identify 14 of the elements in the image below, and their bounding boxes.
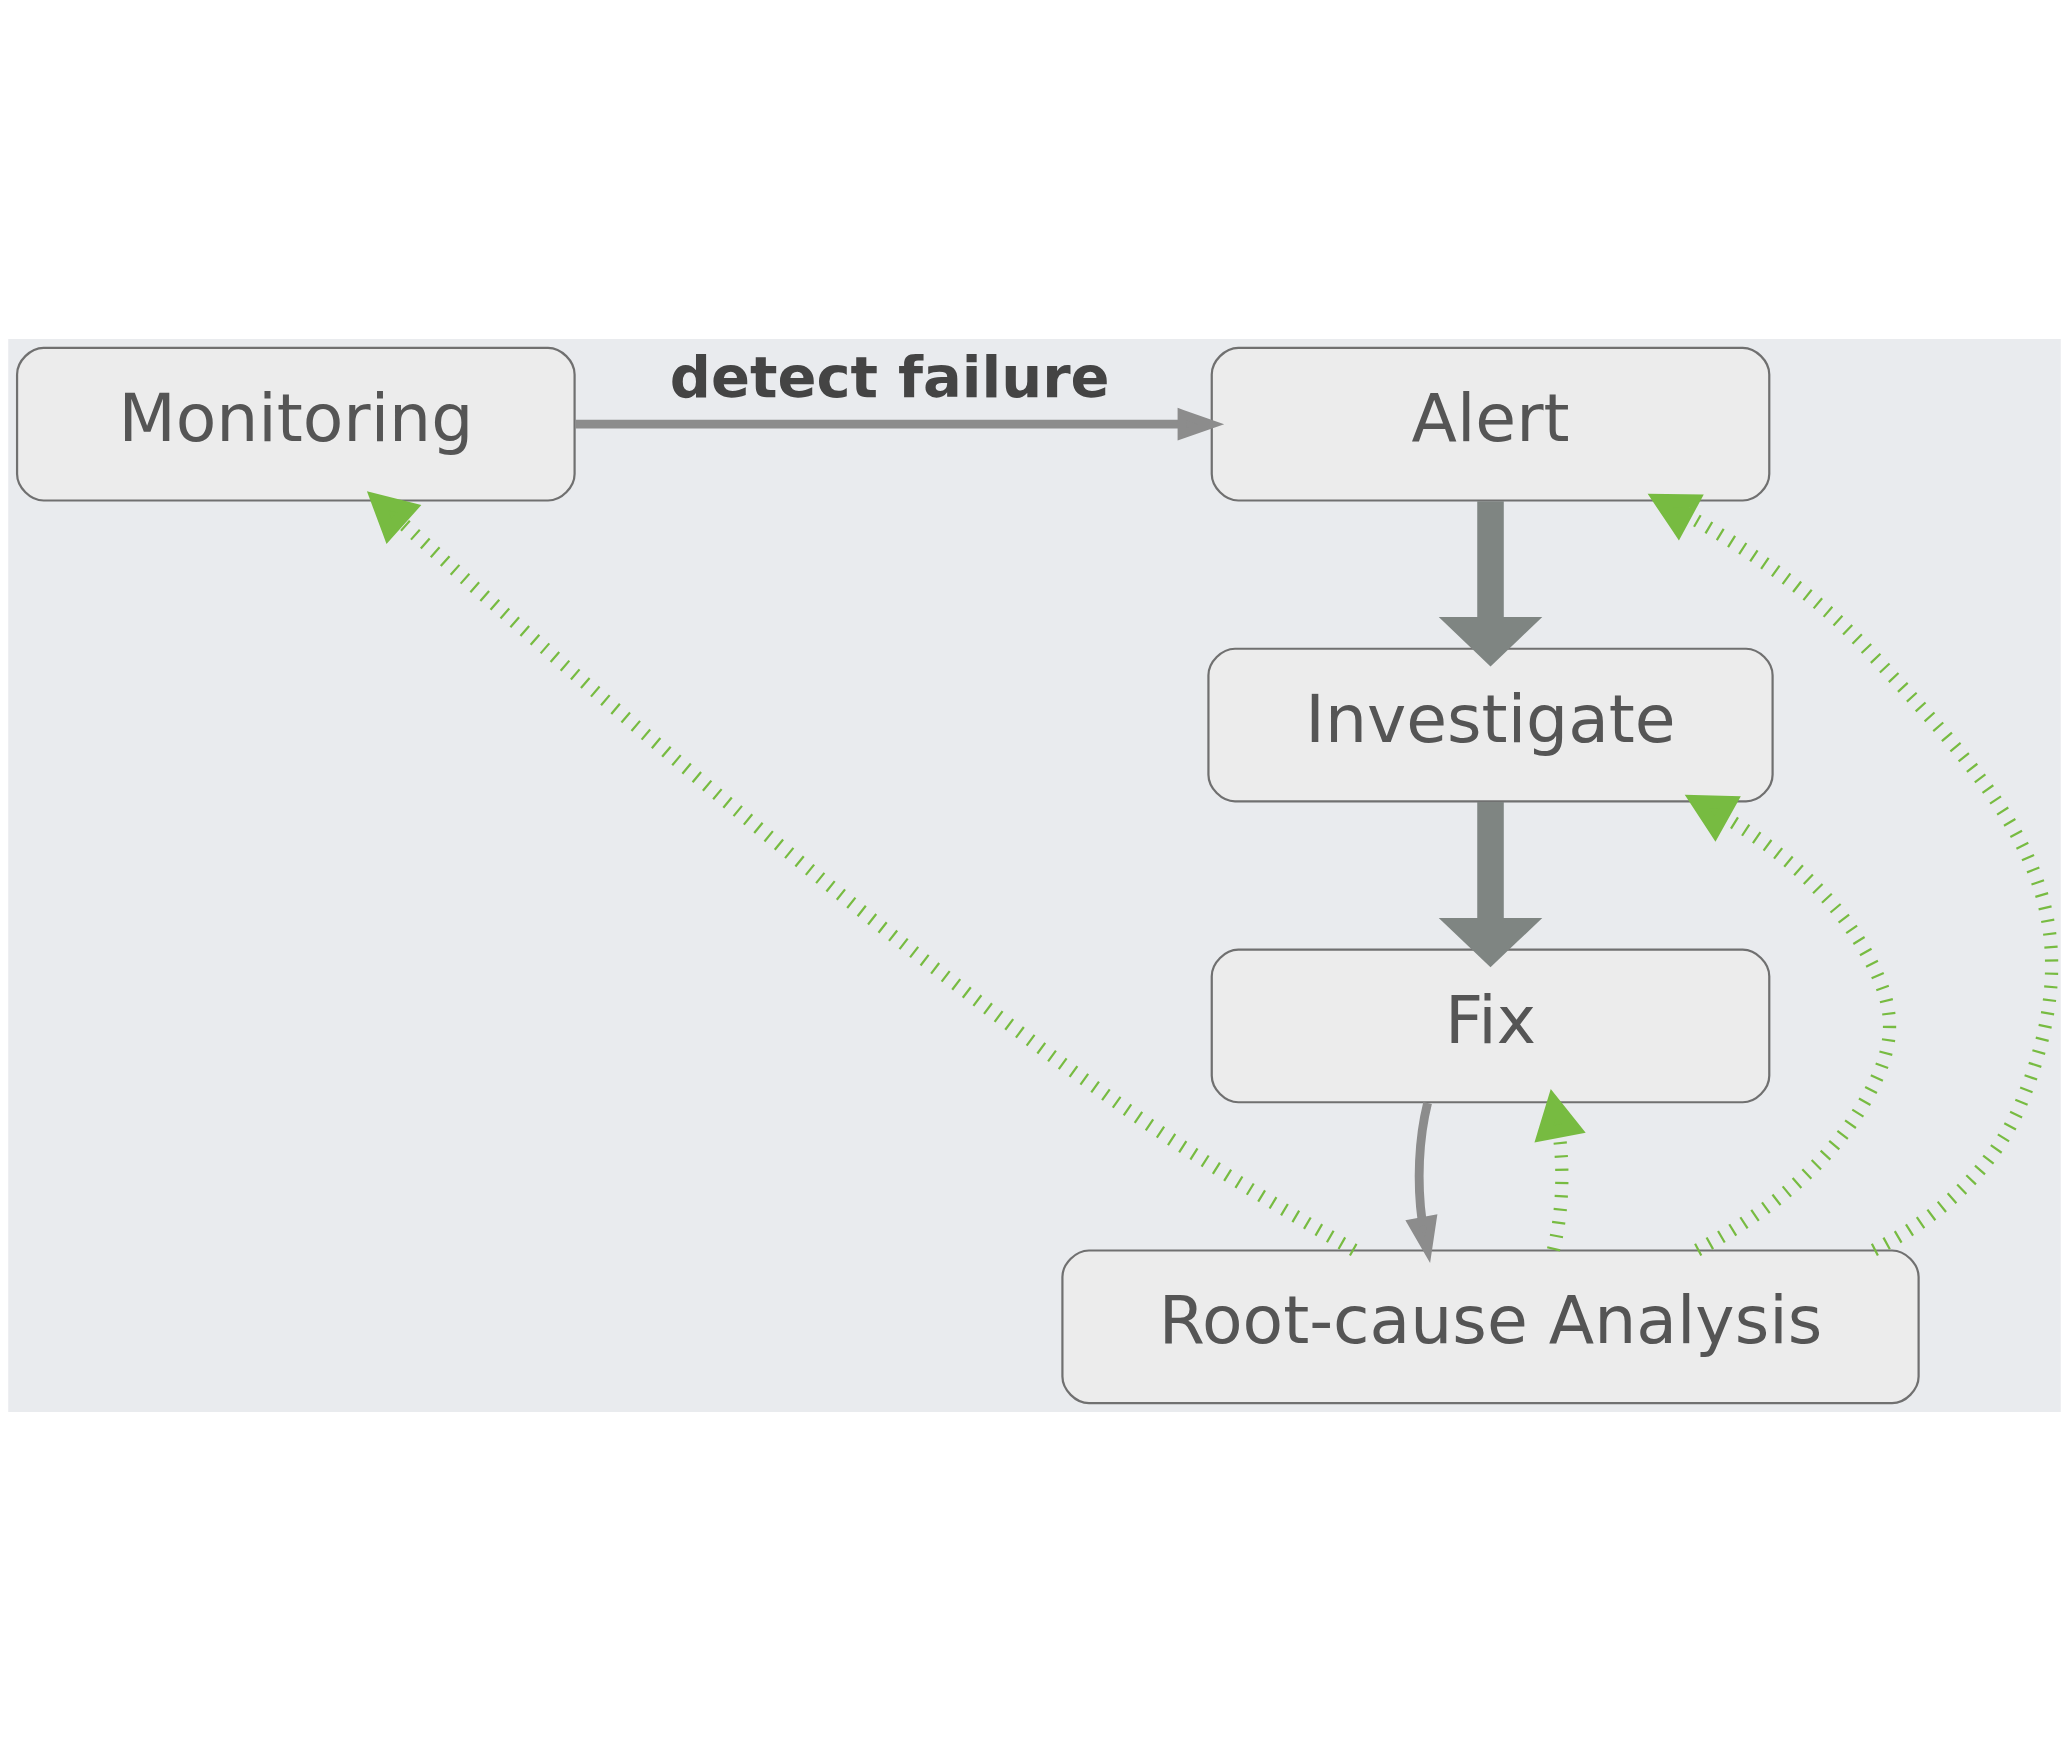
node-box: Root-cause Analysis — [1061, 1248, 1920, 1404]
arrow — [1438, 801, 1543, 967]
node-box: Investigate — [1207, 647, 1774, 802]
arrow — [1438, 500, 1543, 666]
node-box: Monitoring — [15, 346, 576, 502]
arrow — [366, 490, 1358, 1256]
arrow — [575, 407, 1225, 440]
node-box: Alert — [1210, 346, 1771, 502]
arrow — [1534, 1088, 1586, 1251]
arrow — [1405, 1101, 1438, 1263]
edge-label: detect failure — [669, 343, 1110, 411]
node-box: Fix — [1210, 948, 1771, 1103]
arrow — [1647, 493, 2059, 1256]
arrow — [1684, 794, 1897, 1256]
